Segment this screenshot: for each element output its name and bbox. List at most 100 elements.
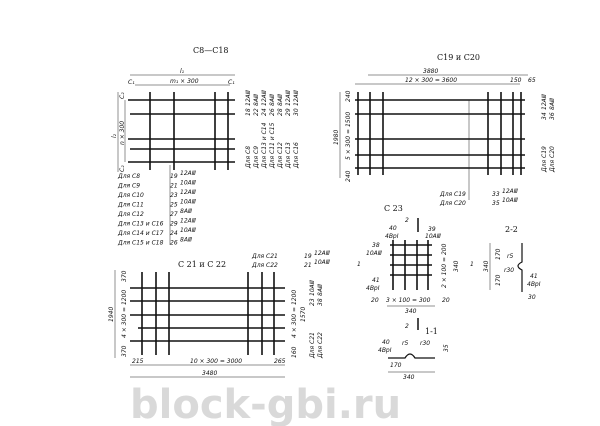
dim-240-top: 240 xyxy=(345,90,352,102)
c8-bars xyxy=(128,92,235,170)
dim-370-top: 370 xyxy=(121,270,128,282)
dim-265: 265 xyxy=(274,358,286,365)
section-mark-2-top: 2 xyxy=(405,217,409,224)
callout-bar: 12АⅢ xyxy=(261,90,268,106)
mesh-c8-c18: C8—C18 l₁ m₁ × 300 C₁ C₁ l₂ n × 300 C₂ C… xyxy=(111,46,300,247)
callout-name: Для С21 xyxy=(251,253,278,260)
callout-number: 30 xyxy=(293,108,300,116)
callout-name: Для С12 xyxy=(117,211,144,218)
dim-30: 30 xyxy=(528,294,536,301)
callout-bar: 12АⅢ xyxy=(180,218,196,225)
callout-bar: 12АⅢ xyxy=(293,90,300,106)
callout-number: 35 xyxy=(492,200,500,207)
label-41-bar: 4ВрI xyxy=(366,285,380,292)
callout-number: 38 xyxy=(317,298,324,306)
dim-370-bottom: 370 xyxy=(121,345,128,357)
callout-bar: 10АⅢ xyxy=(180,180,196,187)
dim-150: 150 xyxy=(510,77,522,84)
callout-bar: 8АⅢ xyxy=(549,98,556,110)
callout-number: 26 xyxy=(170,240,178,247)
label-r5: r5 xyxy=(402,340,408,347)
c21-right-callouts: Для С21 23 10АⅢ Для С22 38 8АⅢ xyxy=(309,280,324,359)
dim-vgrid: 4 × 300 = 1200 xyxy=(121,290,128,338)
c21-bars xyxy=(130,272,285,355)
callout-number: 29 xyxy=(285,108,292,116)
title-c8-c18: C8—C18 xyxy=(193,46,229,55)
callout-number: 21 xyxy=(170,183,178,190)
dim-total: 3880 xyxy=(423,68,438,75)
label-39-bar: 10АⅢ xyxy=(425,233,441,240)
dim-20-left: 20 xyxy=(371,297,379,304)
callout-bar: 8АⅢ xyxy=(180,237,192,244)
label-40-bar: 4ВрI xyxy=(378,347,392,354)
section-2-2: 2-2 340 170 170 r5 r30 41 4ВрI 30 xyxy=(483,225,541,301)
dim-l2: l₂ xyxy=(111,133,118,138)
callout-bar: 12АⅢ xyxy=(180,189,196,196)
dim-vgrid: 5 × 300 = 1500 xyxy=(345,112,352,160)
callout-number: 27 xyxy=(170,211,178,218)
callout-bar: 8АⅢ xyxy=(317,284,324,296)
callout-name: Для С13 и С16 xyxy=(117,221,164,228)
callout-name: Для С13 xyxy=(285,142,292,169)
dim-r-grid: 4 × 300 = 1200 xyxy=(291,290,298,338)
callout-bar: 12АⅢ xyxy=(285,90,292,106)
callout-number: 22 xyxy=(253,108,260,116)
callout-bar: 10АⅢ xyxy=(309,280,316,296)
callout-name: Для С8 xyxy=(245,146,252,169)
callout-number: 18 xyxy=(245,108,252,116)
callout-name: Для С21 xyxy=(309,332,316,359)
section-1-1: 1-1 40 4ВрI r5 r30 35 170 340 xyxy=(378,327,450,381)
c8-right-callouts: Для С8 18 12АⅢ Для С9 22 8АⅢ Для С13 и С14 24 12… xyxy=(245,90,300,169)
callout-bar: 12АⅢ xyxy=(502,188,518,195)
callout-number: 24 xyxy=(170,230,178,237)
callout-name: Для С22 xyxy=(251,262,278,269)
callout-name: Для С11 xyxy=(117,202,144,209)
callout-bar: 12АⅢ xyxy=(541,94,548,110)
callout-bar: 10АⅢ xyxy=(180,227,196,234)
label-40: 40 xyxy=(389,225,397,232)
callout-name: Для С19 xyxy=(439,191,466,198)
callout-bar: 8АⅢ xyxy=(277,94,284,106)
callout-name: Для С13 и С14 xyxy=(261,122,268,169)
label-41: 41 xyxy=(530,273,538,280)
callout-name: Для С14 и С17 xyxy=(117,230,164,237)
label-r5: r5 xyxy=(507,253,513,260)
callout-bar: 8АⅢ xyxy=(180,208,192,215)
dim-c2-bottom: C₂ xyxy=(119,165,126,172)
dim-grid: 12 × 300 = 3600 xyxy=(405,77,457,84)
dim-c1-right: C₁ xyxy=(228,79,235,86)
title-1-1: 1-1 xyxy=(425,327,438,336)
title-c19-c20: C19 и C20 xyxy=(437,53,480,62)
callout-bar: 8АⅢ xyxy=(269,94,276,106)
dim-l1: l₁ xyxy=(180,68,185,75)
dim-215: 215 xyxy=(132,358,144,365)
dim-160: 160 xyxy=(291,346,298,358)
callout-bar: 12АⅢ xyxy=(245,90,252,106)
callout-number: 19 xyxy=(304,253,312,260)
callout-bar: 10АⅢ xyxy=(314,259,330,266)
section-mark-1-left: 1 xyxy=(357,261,361,268)
callout-name: Для С22 xyxy=(317,332,324,359)
dim-340-v: 340 xyxy=(453,260,460,272)
label-41-bar: 4ВрI xyxy=(527,281,541,288)
callout-number: 36 xyxy=(549,112,556,120)
label-r30: r30 xyxy=(504,267,514,274)
callout-number: 33 xyxy=(492,191,500,198)
callout-name: Для С20 xyxy=(549,146,556,173)
callout-bar: 12АⅢ xyxy=(180,170,196,177)
callout-number: 24 xyxy=(261,108,268,116)
callout-number: 21 xyxy=(304,262,312,269)
callout-name: Для С15 и С18 xyxy=(117,240,164,247)
callout-name: Для С9 xyxy=(253,146,260,169)
callout-name: Для С20 xyxy=(439,200,466,207)
section-mark-1-right: 1 xyxy=(470,261,474,268)
dim-height: 1940 xyxy=(108,307,115,322)
callout-number: 23 xyxy=(309,298,316,306)
dim-total: 3480 xyxy=(202,370,217,377)
dim-35: 35 xyxy=(443,344,450,352)
dim-grid: 10 × 300 = 3000 xyxy=(190,358,242,365)
